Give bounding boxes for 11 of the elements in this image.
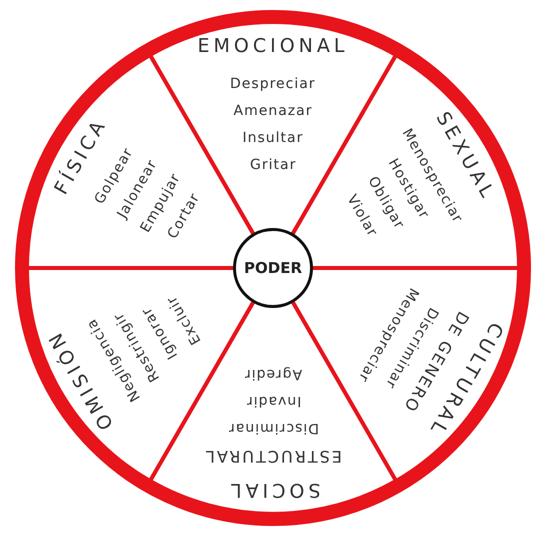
sector-term: Despreciar (230, 77, 316, 91)
sector-term: Discriminar (228, 420, 319, 435)
sector-term: Agredir (244, 366, 302, 381)
hub-title: PODER (244, 259, 302, 277)
sector-term: Invadir (246, 394, 301, 408)
sector-term: Amenazar (234, 104, 312, 118)
sector-title: EMOCIONAL (198, 36, 348, 56)
sector-subtitle: ESTRUCTURAL (204, 448, 342, 464)
sector-title: SOCIAL (226, 480, 320, 500)
sector-term: Gritar (250, 158, 296, 172)
sector-term: Insultar (242, 131, 304, 145)
